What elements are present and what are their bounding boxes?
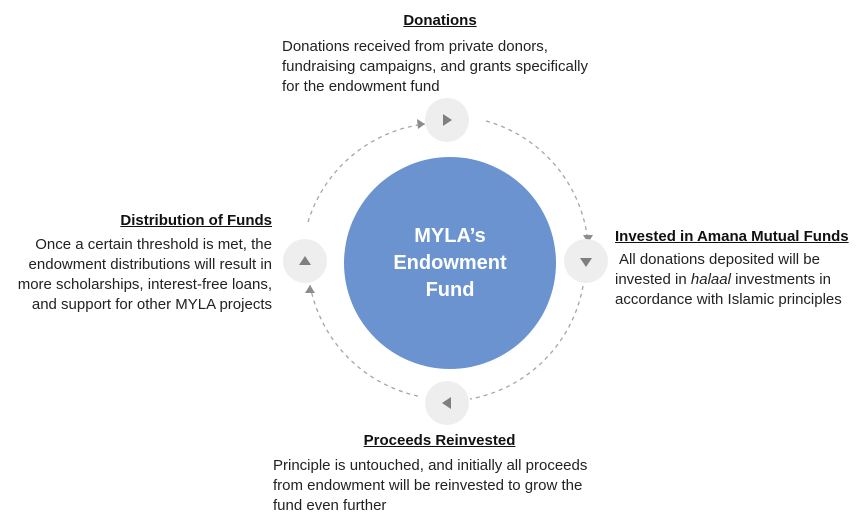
donations-text-line: for the endowment fund (282, 78, 440, 95)
proceeds-text-line: Principle is untouched, and initially al… (273, 457, 588, 474)
triangle-down-icon (580, 258, 592, 267)
triangle-up-icon (299, 256, 311, 265)
invested-text-before: invested in (615, 271, 691, 288)
invested-text-line: All donations deposited will be (619, 251, 820, 268)
arc-right-to-bottom (469, 285, 584, 400)
donations-text-line: Donations received from private donors, (282, 38, 548, 55)
invested-text-line: accordance with Islamic principles (615, 291, 842, 308)
node-left (283, 239, 327, 283)
triangle-right-icon (443, 114, 452, 126)
invested-heading: Invested in Amana Mutual Funds (615, 228, 849, 245)
arrowhead-into-left (305, 285, 315, 293)
center-fund-label: MYLA’s Endowment Fund (344, 158, 556, 368)
node-bottom (425, 381, 469, 425)
donations-heading: Donations (403, 12, 477, 29)
arc-left-to-top (307, 123, 426, 223)
distribution-text-line: more scholarships, interest-free loans, (17, 276, 272, 293)
triangle-left-icon (442, 397, 451, 409)
node-right (564, 239, 608, 283)
center-label-line2: Endowment (393, 251, 507, 274)
proceeds-text-line: from endowment will be reinvested to gro… (273, 477, 583, 494)
arc-top-to-right (485, 120, 589, 244)
proceeds-step: Proceeds Reinvested Principle is untouch… (273, 431, 613, 516)
dashed-cycle-ring (307, 120, 589, 400)
proceeds-text-line: fund even further (273, 497, 387, 514)
arc-bottom-to-left (309, 284, 419, 397)
donations-text-line: fundraising campaigns, and grants specif… (282, 58, 588, 75)
proceeds-heading: Proceeds Reinvested (363, 432, 516, 449)
donations-step: Donations Donations received from privat… (282, 11, 612, 97)
center-label-line1: MYLA’s (414, 224, 486, 247)
center-circle (344, 157, 556, 369)
distribution-text-line: endowment distributions will result in (28, 256, 272, 273)
invested-text-italic: halaal (690, 271, 731, 288)
distribution-heading: Distribution of Funds (120, 212, 272, 229)
node-top (425, 98, 469, 142)
arrowhead-into-right (583, 235, 593, 243)
center-label-line3: Fund (425, 278, 475, 301)
distribution-step: Distribution of Funds Once a certain thr… (4, 211, 272, 315)
distribution-text-line: and support for other MYLA projects (31, 296, 272, 313)
invested-step: Invested in Amana Mutual Funds All donat… (615, 227, 865, 310)
distribution-text-line: Once a certain threshold is met, the (35, 236, 272, 253)
invested-text-after: investments in (730, 271, 831, 288)
invested-text-line: invested in halaal investments in (615, 270, 865, 290)
arrowhead-into-top (417, 119, 425, 129)
